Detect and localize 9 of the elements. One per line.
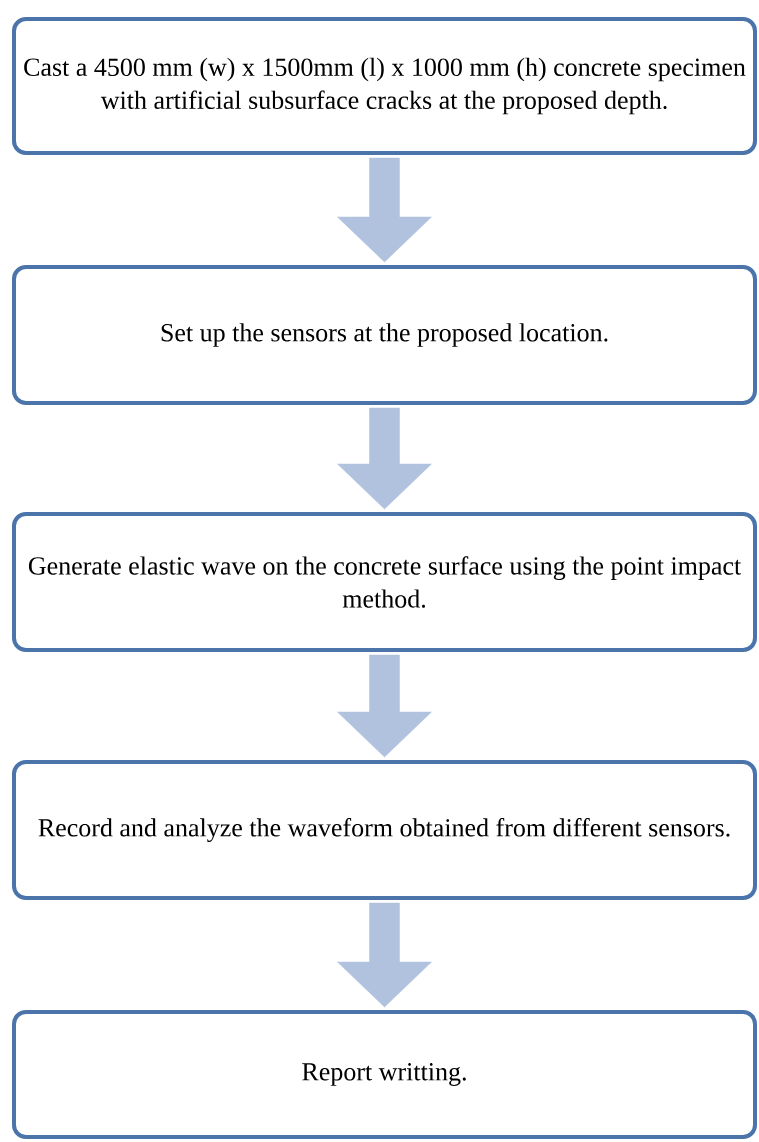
arrow xyxy=(337,157,432,263)
arrow xyxy=(337,902,432,1008)
arrow xyxy=(337,407,432,510)
process-box: Generate elastic wave on the concrete surface using the point impact method. xyxy=(12,512,757,652)
process-box: Report writting. xyxy=(12,1010,757,1139)
process-box: Record and analyze the waveform obtained from different sensors. xyxy=(12,760,757,900)
process-box: Cast a 4500 mm (w) x 1500mm (l) x 1000 mm (h) concrete specimen with artificial subsurface cracks at the proposed depth. xyxy=(12,17,757,155)
process-box: Set up the sensors at the proposed location. xyxy=(12,265,757,405)
arrow xyxy=(337,654,432,758)
